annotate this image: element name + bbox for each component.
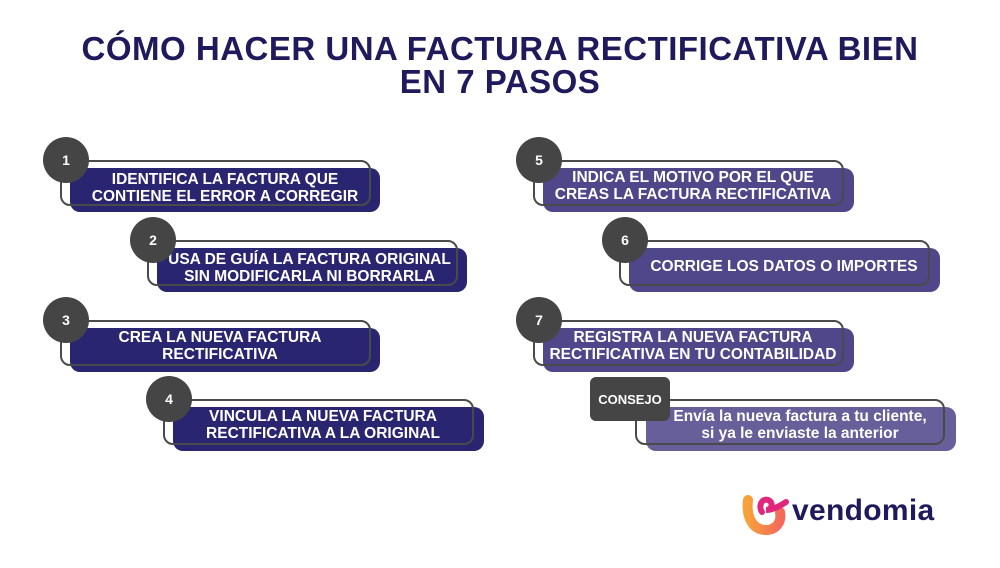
- step-card-outline: [147, 240, 458, 286]
- step-card-outline: [60, 160, 371, 206]
- tip-card-outline: [635, 399, 945, 445]
- brand-name: vendomia: [792, 494, 935, 527]
- step-number-badge: 2: [130, 217, 176, 263]
- title-line-2: EN 7 PASOS: [399, 63, 601, 100]
- step-card-outline: [60, 320, 371, 366]
- title-line-1: CÓMO HACER UNA FACTURA RECTIFICATIVA BIE…: [81, 30, 919, 67]
- step-card-outline: [533, 320, 844, 366]
- step-number-badge: 1: [43, 137, 89, 183]
- step-card-outline: [619, 240, 930, 286]
- step-6: CORRIGE LOS DATOS O IMPORTES 6: [602, 217, 947, 297]
- step-card-outline: [163, 399, 474, 445]
- step-number-badge: 5: [516, 137, 562, 183]
- step-card-outline: [533, 160, 844, 206]
- page-title: CÓMO HACER UNA FACTURA RECTIFICATIVA BIE…: [0, 32, 1000, 98]
- step-number-badge: 7: [516, 297, 562, 343]
- vendomia-logo: vendomia: [740, 488, 950, 538]
- step-number-badge: 3: [43, 297, 89, 343]
- tip-text: Envía la nueva factura a tu cliente,si y…: [673, 408, 927, 442]
- step-number-badge: 4: [146, 376, 192, 422]
- step-number-badge: 6: [602, 217, 648, 263]
- tip-label-badge: CONSEJO: [590, 377, 670, 421]
- vendomia-logo-icon: [742, 495, 789, 536]
- tip-card: Envía la nueva factura a tu cliente,si y…: [590, 377, 960, 457]
- step-text: CORRIGE LOS DATOS O IMPORTES: [650, 257, 918, 275]
